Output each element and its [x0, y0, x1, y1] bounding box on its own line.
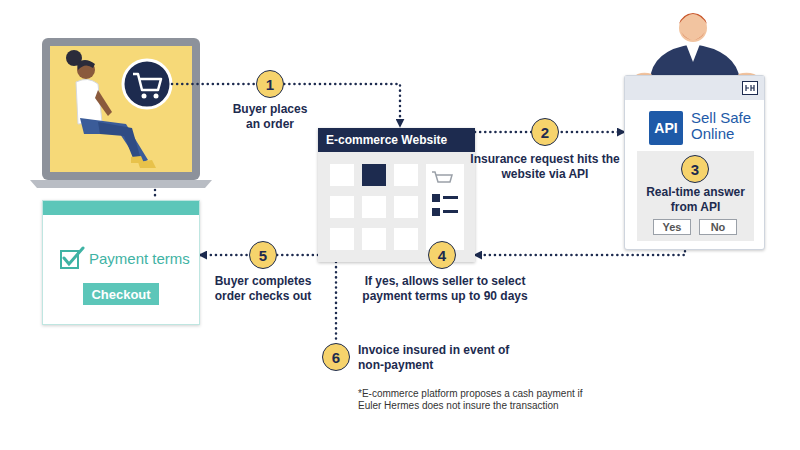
cart-item [432, 208, 440, 216]
product-tile [362, 228, 386, 250]
product-tile [330, 228, 354, 250]
cart-wheel [154, 94, 159, 99]
answer-panel: Real-time answer from API 3Yes No [637, 151, 754, 241]
arm [95, 90, 112, 116]
product-tile [362, 164, 386, 186]
product-tile [394, 228, 418, 250]
checkout-box: Payment termsCheckout [42, 200, 200, 325]
node-text: Yes [663, 220, 682, 235]
head [679, 14, 707, 42]
node-text: API [654, 120, 677, 136]
window-bar [43, 201, 199, 215]
hair [77, 60, 95, 70]
step-label: Buyer places an order [225, 102, 315, 132]
brand-glyph [746, 85, 754, 91]
cart-icon [133, 74, 161, 90]
trousers [98, 122, 140, 158]
laptop-base [30, 180, 212, 188]
footnote: *E-commerce platform proposes a cash pay… [358, 388, 593, 412]
brand-mark [742, 81, 758, 95]
hair [679, 13, 707, 24]
node-text: Real-time answer from API [641, 185, 750, 215]
node-text: 1 [266, 76, 274, 93]
product-tile [394, 196, 418, 218]
node-text: Sell Safe Online [691, 110, 760, 142]
checkmark [64, 248, 83, 264]
cart-line [443, 210, 458, 213]
step-label: If yes, allows seller to select payment … [345, 274, 545, 304]
node-text: Payment terms [89, 250, 195, 267]
website-box: E-commerce Website [318, 128, 475, 262]
callout-number: 4 [428, 241, 456, 269]
checkout-button: Checkout [83, 283, 159, 305]
cart-badge [123, 60, 171, 108]
cart-item [432, 194, 440, 202]
api-badge: API [649, 111, 683, 145]
step-label: Insurance request hits the website via A… [470, 152, 620, 182]
cart-wheel [142, 94, 147, 99]
step-label: Invoice insured in event of non-payment [358, 343, 528, 373]
beard [681, 32, 705, 40]
checkbox-icon [59, 245, 85, 271]
head [77, 61, 95, 79]
service-window: Sell Safe Online API Real-time answer from… [624, 75, 765, 250]
brand-frame [743, 82, 758, 95]
laptop-lid [42, 38, 200, 180]
cart-icon [432, 172, 452, 182]
node-text: E-commerce Website [318, 128, 475, 152]
callout-number: 3 [681, 155, 709, 183]
step-label: Buyer completes order checks out [203, 274, 323, 304]
callout-number: 1 [256, 70, 284, 98]
node-text: 5 [259, 247, 267, 264]
node-text: 6 [332, 349, 340, 366]
trousers [80, 118, 148, 164]
callout-number: 6 [322, 343, 350, 371]
product-tile [330, 196, 354, 218]
answer-button: Yes [653, 219, 691, 235]
callout-number: 2 [531, 118, 559, 146]
laptop-screen [50, 46, 192, 172]
dotted-connector [335, 262, 338, 343]
product-tile [394, 164, 418, 186]
cart-line [443, 196, 458, 199]
shoe [131, 156, 144, 163]
node-text: Checkout [91, 287, 150, 302]
node-text: 2 [541, 124, 549, 141]
answer-button: No [699, 219, 737, 235]
shirt-collar [686, 44, 700, 62]
node-text: No [711, 220, 726, 235]
checkout-leader [154, 190, 157, 198]
cart-panel [426, 164, 464, 250]
callout-number: 5 [249, 241, 277, 269]
node-text: 3 [691, 162, 699, 177]
node-text: 4 [438, 247, 446, 264]
product-tile [330, 164, 354, 186]
product-tile [362, 196, 386, 218]
